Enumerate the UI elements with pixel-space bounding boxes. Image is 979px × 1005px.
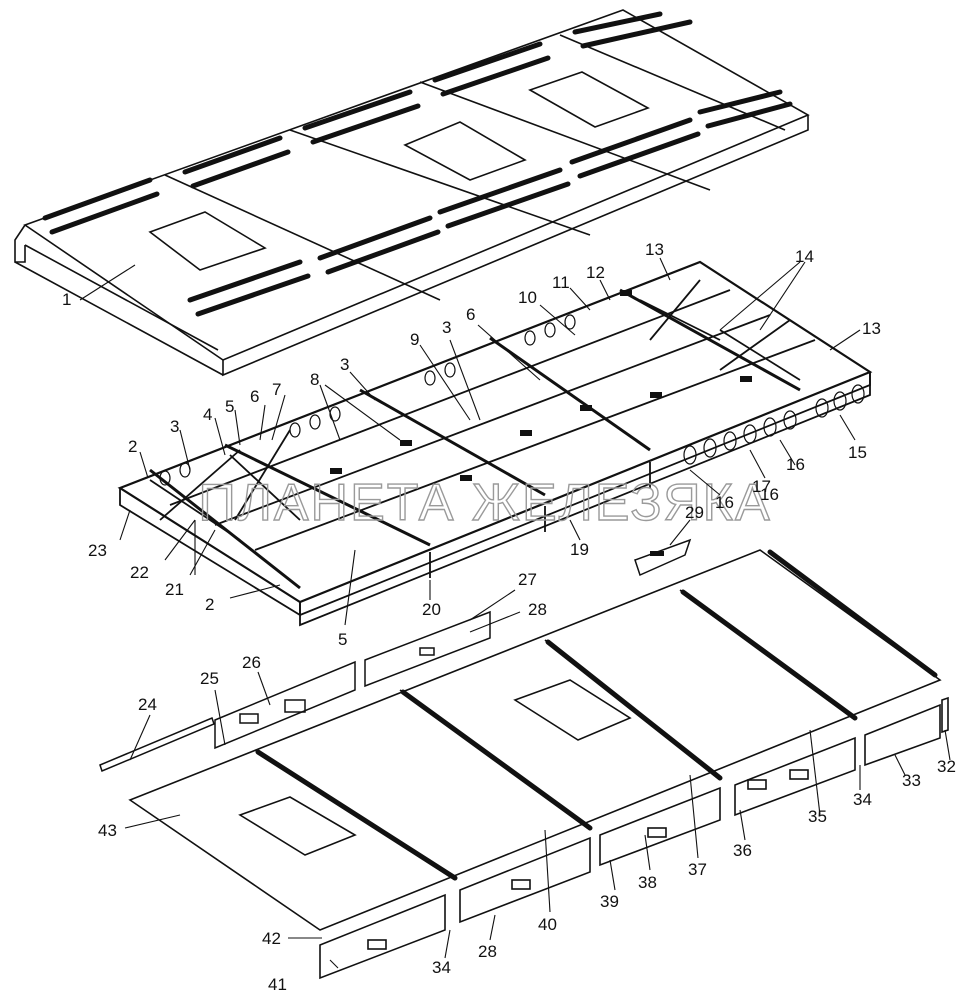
inner-lining-ribs <box>255 549 938 881</box>
callout-25: 25 <box>200 669 219 688</box>
callout-3b: 3 <box>340 355 349 374</box>
callout-2: 2 <box>128 437 137 456</box>
callout-35: 35 <box>808 807 827 826</box>
callout-41: 41 <box>268 975 287 994</box>
callout-14: 14 <box>795 247 814 266</box>
callout-23: 23 <box>88 541 107 560</box>
callout-2b: 2 <box>205 595 214 614</box>
outer-roof-ribs <box>42 11 793 317</box>
callout-10: 10 <box>518 288 537 307</box>
callout-16b: 16 <box>715 493 734 512</box>
part-29 <box>634 538 692 577</box>
callout-32: 32 <box>937 757 956 776</box>
callout-16c: 16 <box>786 455 805 474</box>
watermark: ПЛАНЕТА ЖЕЛЕЗЯКА <box>198 474 771 532</box>
callout-24: 24 <box>138 695 157 714</box>
callout-9: 9 <box>410 330 419 349</box>
callout-6b: 6 <box>466 305 475 324</box>
callout-3c: 3 <box>442 318 451 337</box>
callout-21: 21 <box>165 580 184 599</box>
leader-lines <box>79 257 951 969</box>
callout-8: 8 <box>310 370 319 389</box>
outer-roof-panel <box>14 9 810 377</box>
callout-13: 13 <box>645 240 664 259</box>
callout-4: 4 <box>203 405 212 424</box>
frame-brackets <box>330 290 752 481</box>
callout-7: 7 <box>272 380 281 399</box>
callout-40: 40 <box>538 915 557 934</box>
callout-15: 15 <box>848 443 867 462</box>
callout-3: 3 <box>170 417 179 436</box>
callout-39: 39 <box>600 892 619 911</box>
callout-20: 20 <box>422 600 441 619</box>
callout-11: 11 <box>552 273 570 292</box>
callout-43: 43 <box>98 821 117 840</box>
part-27-28 <box>364 610 491 688</box>
callout-34b: 34 <box>432 958 451 977</box>
callout-13b: 13 <box>862 319 881 338</box>
callout-17: 17 <box>752 477 771 496</box>
callout-28b: 28 <box>478 942 497 961</box>
callout-26: 26 <box>242 653 261 672</box>
callout-29: 29 <box>685 503 704 522</box>
part-24 <box>99 716 215 773</box>
callout-28: 28 <box>528 600 547 619</box>
callout-16: 16 <box>760 485 779 504</box>
callout-6: 6 <box>250 387 259 406</box>
callout-5b: 5 <box>338 630 347 649</box>
roof-small-parts <box>99 538 692 773</box>
callout-38: 38 <box>638 873 657 892</box>
roof-frame <box>117 260 873 627</box>
callout-19: 19 <box>570 540 589 559</box>
frame-perforations <box>159 314 865 486</box>
callout-34: 34 <box>853 790 872 809</box>
callout-36: 36 <box>733 841 752 860</box>
callout-12: 12 <box>586 263 605 282</box>
callout-5: 5 <box>225 397 234 416</box>
callout-22: 22 <box>130 563 149 582</box>
callout-27: 27 <box>518 570 537 589</box>
callout-42: 42 <box>262 929 281 948</box>
callout-37: 37 <box>688 860 707 879</box>
callout-labels: 1 2 3 4 5 6 7 8 3 9 3 6 10 11 12 13 14 1… <box>62 240 956 994</box>
callout-33: 33 <box>902 771 921 790</box>
callout-1: 1 <box>62 290 71 309</box>
